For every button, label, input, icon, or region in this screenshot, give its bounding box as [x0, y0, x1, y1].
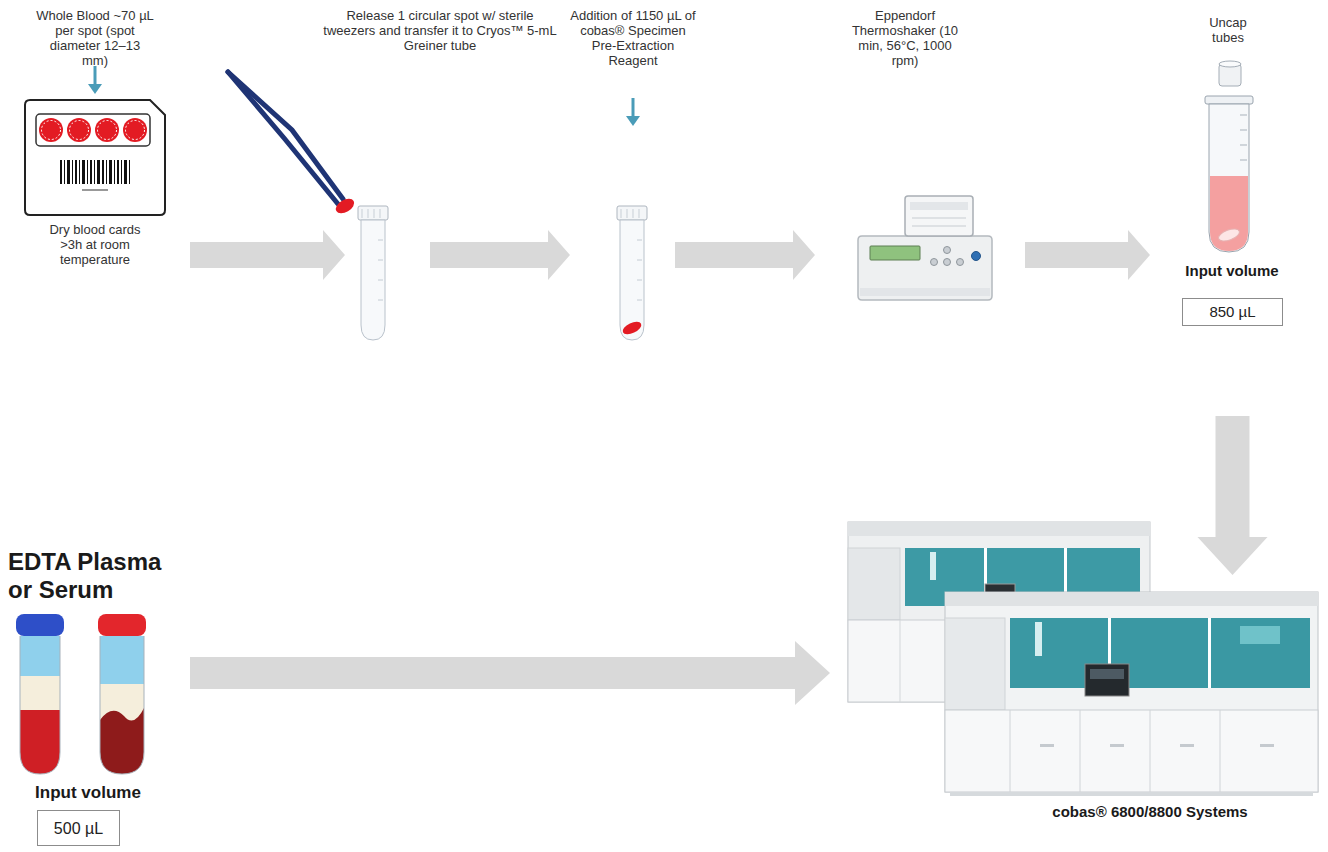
- analyzer-systems: [848, 522, 1318, 796]
- value-box: 500 µL: [37, 810, 120, 846]
- step-label: cobas® 6800/8800 Systems: [1034, 803, 1266, 821]
- flow-arrow: [1025, 230, 1150, 280]
- tweezers: [228, 72, 357, 216]
- step-label: Uncap tubes: [1201, 15, 1255, 45]
- blood-tubes: [16, 614, 146, 774]
- value-label: 500 µL: [54, 819, 103, 838]
- uncapped-tube: [1205, 61, 1253, 252]
- process-step: Whole Blood ~70 µL per spot (spot diamet…: [22, 8, 168, 267]
- step-label: Eppendorf Thermoshaker (10 min, 56°C, 10…: [850, 8, 960, 68]
- process-step: cobas® 6800/8800 Systems: [848, 585, 1318, 821]
- step-note: Dry blood cards >3h at room temperature: [39, 222, 151, 267]
- flow-arrow: [190, 230, 345, 280]
- flow-arrow: [430, 230, 570, 280]
- value-box: 850 µL: [1182, 298, 1283, 326]
- step-note: Input volume: [8, 783, 168, 803]
- step-label: EDTA Plasma or Serum: [8, 548, 180, 604]
- step-label: Whole Blood ~70 µL per spot (spot diamet…: [36, 8, 154, 68]
- down-arrow: [88, 66, 640, 126]
- empty-tube: [358, 206, 388, 340]
- process-step: Release 1 circular spot w/ sterile tweez…: [350, 8, 400, 53]
- process-step: Addition of 1150 µL of cobas® Specimen P…: [605, 8, 655, 68]
- process-step: Uncap tubesInput volume: [1180, 12, 1285, 280]
- flow-arrow: [190, 641, 830, 705]
- tube-with-spot: [617, 206, 647, 340]
- step-note: Input volume: [1170, 262, 1294, 280]
- flow-arrow: [1198, 416, 1268, 575]
- flow-arrow: [675, 230, 815, 280]
- blood-card: [25, 100, 165, 215]
- step-label: Addition of 1150 µL of cobas® Specimen P…: [567, 8, 699, 68]
- process-step: Eppendorf Thermoshaker (10 min, 56°C, 10…: [855, 8, 995, 68]
- process-step: EDTA Plasma or SerumInput volume: [8, 545, 168, 803]
- step-label: Release 1 circular spot w/ sterile tweez…: [320, 8, 560, 53]
- value-label: 850 µL: [1209, 303, 1255, 321]
- thermoshaker: [858, 196, 992, 300]
